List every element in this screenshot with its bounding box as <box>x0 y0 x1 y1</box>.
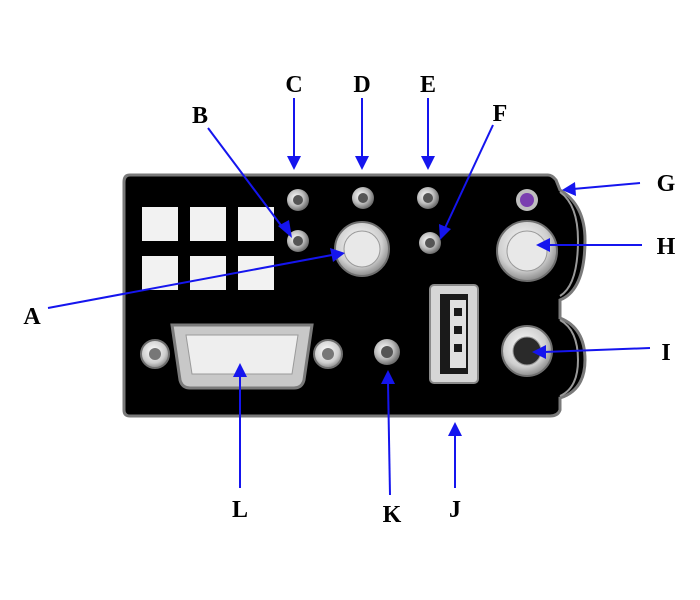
label-a: A <box>23 304 41 330</box>
indicator-g <box>516 189 538 211</box>
arrow-a-head <box>330 248 345 262</box>
arrow-d-head <box>355 156 369 170</box>
led-k <box>374 339 400 365</box>
label-l: L <box>232 497 248 523</box>
label-b: B <box>192 103 208 129</box>
key-1 <box>142 207 178 241</box>
round-connector-i <box>501 325 553 377</box>
round-connector-a <box>334 221 390 277</box>
arrow-a <box>47 254 333 309</box>
serial-connector-l <box>140 323 343 390</box>
label-g: G <box>657 171 676 197</box>
arrow-i <box>543 347 651 353</box>
key-5 <box>190 256 226 290</box>
led-c <box>287 189 309 211</box>
arrows <box>47 98 651 496</box>
usb-port-j <box>429 284 479 384</box>
round-connector-h <box>496 220 558 282</box>
arrow-j-head <box>448 422 462 436</box>
arrow-f-head <box>439 224 451 240</box>
arrow-b <box>207 127 284 229</box>
led-f <box>419 232 441 254</box>
arrow-g <box>572 182 641 190</box>
label-e: E <box>420 72 436 98</box>
key-6 <box>238 256 274 290</box>
led-b <box>287 230 309 252</box>
arrow-k <box>387 381 391 496</box>
arrow-h-head <box>536 238 550 252</box>
arrow-c-head <box>287 156 301 170</box>
arrow-l-head <box>233 363 247 377</box>
label-d: D <box>353 72 370 98</box>
callout-labels: C D E B F G H A I L K J <box>23 72 675 528</box>
arrow-f <box>444 124 494 229</box>
arrow-k-head <box>381 370 395 384</box>
arrow-b-head <box>278 220 292 238</box>
label-j: J <box>449 497 461 523</box>
arrow-e-head <box>421 156 435 170</box>
label-k: K <box>383 502 402 528</box>
led-e <box>417 187 439 209</box>
arrow-g-head <box>562 182 576 196</box>
label-f: F <box>493 101 508 127</box>
arrow-i-head <box>532 345 546 359</box>
key-grid <box>142 207 274 290</box>
label-h: H <box>657 234 676 260</box>
label-c: C <box>285 72 302 98</box>
key-3 <box>238 207 274 241</box>
led-d <box>352 187 374 209</box>
key-2 <box>190 207 226 241</box>
label-i: I <box>661 340 670 366</box>
